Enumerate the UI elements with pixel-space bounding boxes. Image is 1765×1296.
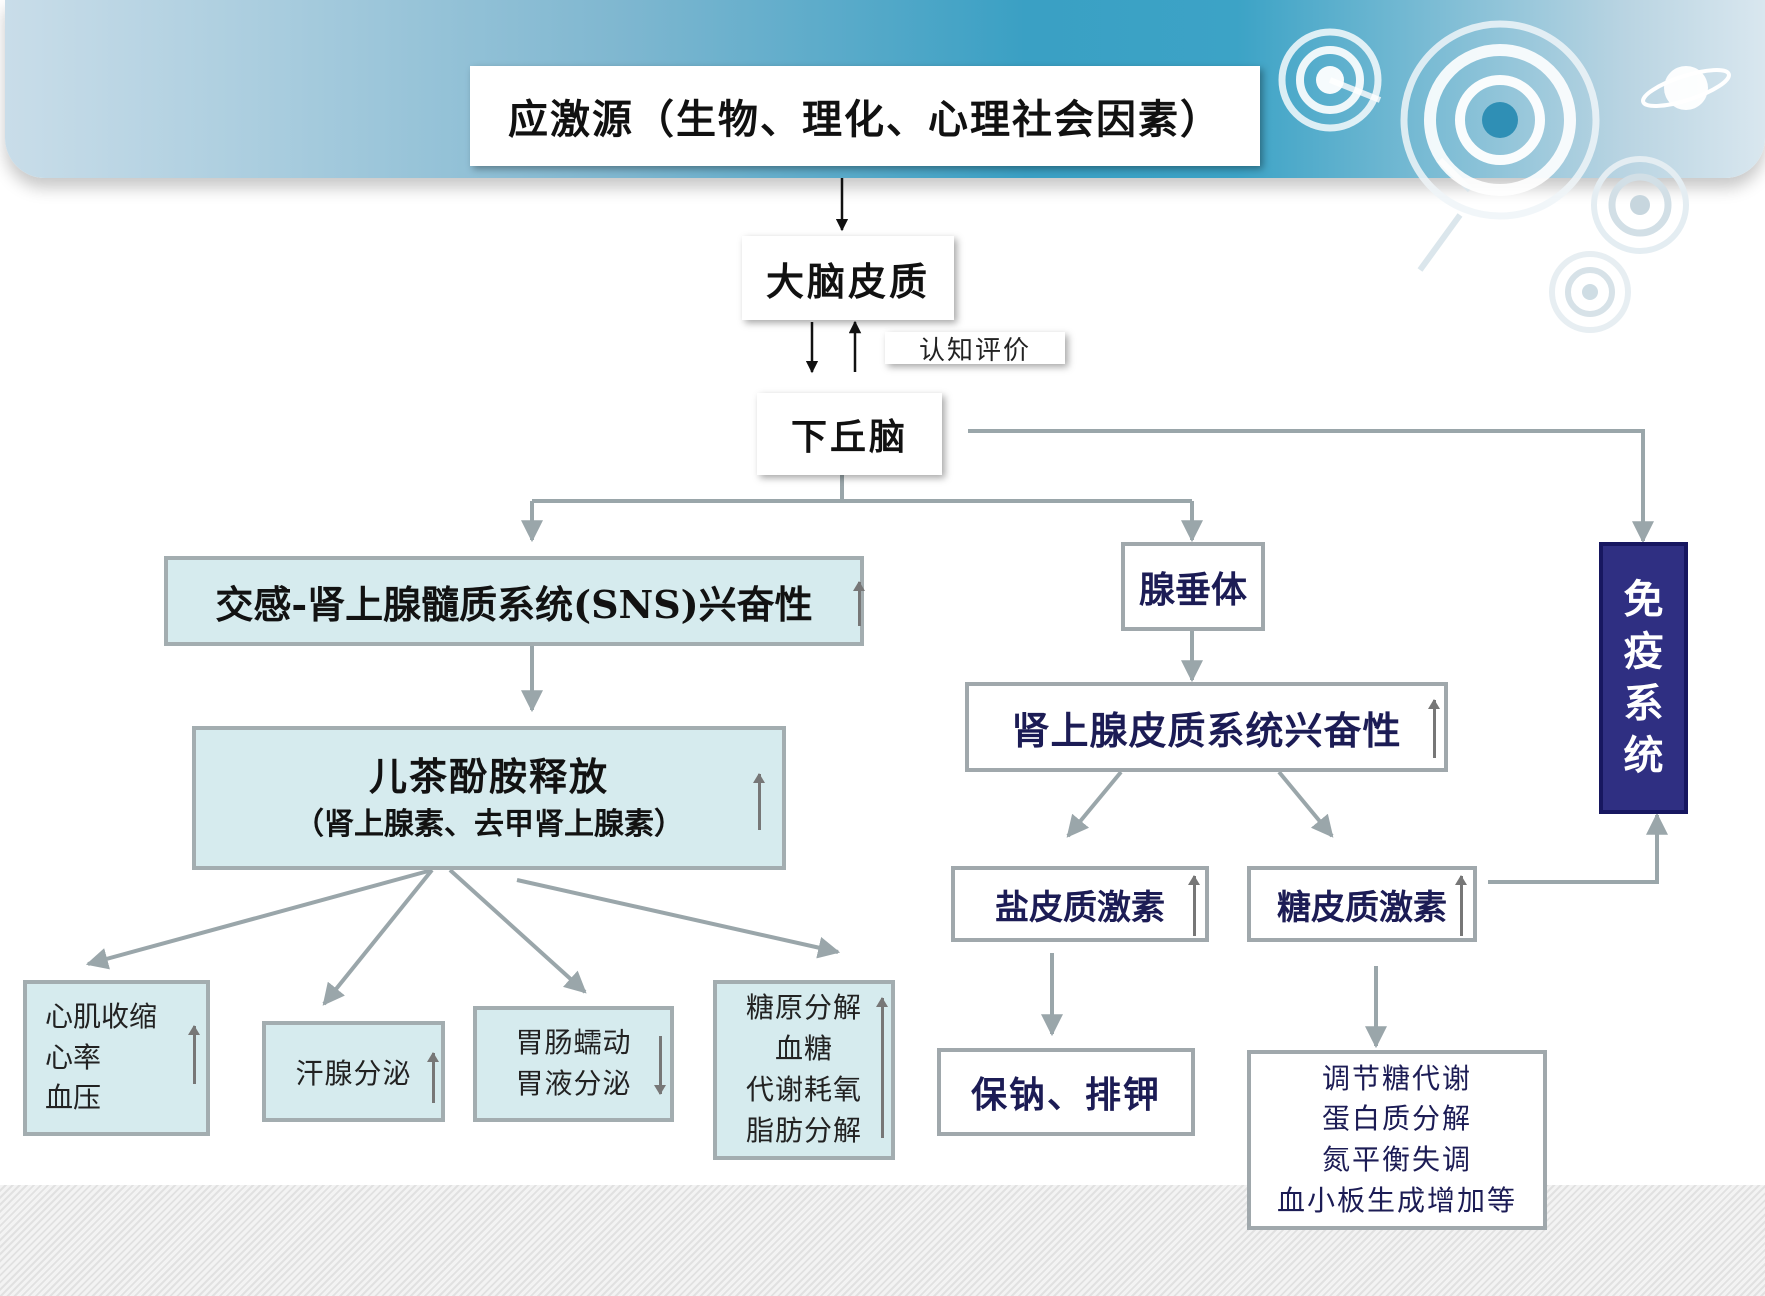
mineralocorticoid-box: 盐皮质激素 (951, 866, 1209, 942)
sns-box: 交感-肾上腺髓质系统(SNS)兴奋性 (164, 556, 865, 646)
immune-char: 统 (1623, 732, 1664, 779)
immune-system-box: 免 疫 系 统 (1599, 542, 1688, 814)
effect-item: 胃肠蠕动 (515, 1026, 632, 1060)
effect-item: 血糖 (774, 1032, 833, 1066)
adrenal-cortex-label: 肾上腺皮质系统兴奋性 (1011, 707, 1402, 753)
effect-item: 代谢耗氧 (745, 1073, 862, 1106)
glucocorticoid-label: 糖皮质激素 (1277, 887, 1447, 928)
effect-item: 心肌收缩 (45, 1000, 158, 1034)
pituitary-label: 腺垂体 (1138, 568, 1247, 611)
sns-label: 交感-肾上腺髓质系统(SNS)兴奋性 (215, 581, 813, 627)
decrease-arrow-icon (654, 1036, 666, 1095)
effect-item: 脂肪分解 (745, 1113, 862, 1147)
immune-char: 系 (1623, 680, 1664, 727)
sweat-box: 汗腺分泌 (262, 1021, 445, 1122)
hypothalamus-label: 下丘脑 (790, 416, 908, 458)
gut-effects-box: 胃肠蠕动 胃液分泌 (473, 1006, 674, 1122)
heart-effects-box: 心肌收缩 心率 血压 (23, 980, 210, 1136)
mineralocorticoid-label: 盐皮质激素 (995, 887, 1165, 928)
increase-arrow-icon (427, 1052, 439, 1103)
effect-item: 胃液分泌 (515, 1067, 632, 1100)
effect-item: 糖原分解 (745, 991, 862, 1025)
effect-item: 血小板生成增加等 (1276, 1183, 1517, 1217)
hypothalamus-box: 下丘脑 (757, 393, 942, 475)
pituitary-box: 腺垂体 (1121, 542, 1265, 631)
increase-arrow-icon (753, 773, 765, 830)
increase-arrow-icon (1455, 875, 1467, 936)
cortex-label: 大脑皮质 (765, 258, 930, 304)
sodium-label: 保钠、排钾 (970, 1074, 1161, 1116)
catecholamine-title: 儿茶酚胺释放 (368, 753, 609, 799)
increase-arrow-icon (876, 997, 888, 1138)
stressor-title-box: 应激源（生物、理化、心理社会因素） (470, 66, 1260, 166)
increase-arrow-icon (1188, 875, 1200, 936)
effect-item: 血压 (45, 1081, 102, 1115)
effect-item: 心率 (45, 1040, 102, 1074)
increase-arrow-icon (1428, 699, 1440, 758)
metabolism-effects-box: 糖原分解 血糖 代谢耗氧 脂肪分解 (713, 980, 895, 1160)
effect-item: 调节糖代谢 (1321, 1061, 1472, 1095)
cognitive-appraisal-label: 认知评价 (918, 335, 1031, 366)
glucocorticoid-box: 糖皮质激素 (1247, 866, 1477, 942)
effect-item: 氮平衡失调 (1321, 1143, 1472, 1176)
stressor-title: 应激源（生物、理化、心理社会因素） (508, 96, 1222, 143)
cognitive-appraisal-box: 认知评价 (885, 332, 1065, 366)
adrenal-cortex-box: 肾上腺皮质系统兴奋性 (965, 682, 1448, 772)
increase-arrow-icon (188, 1025, 200, 1084)
effect-item: 蛋白质分解 (1321, 1102, 1472, 1136)
cortex-box: 大脑皮质 (742, 236, 954, 320)
catecholamine-box: 儿茶酚胺释放 （肾上腺素、去甲肾上腺素） (192, 726, 786, 870)
increase-arrow-icon (853, 581, 865, 626)
sweat-label: 汗腺分泌 (295, 1056, 412, 1090)
immune-char: 免 (1623, 576, 1664, 623)
catecholamine-subtitle: （肾上腺素、去甲肾上腺素） (294, 806, 684, 842)
immune-char: 疫 (1623, 628, 1664, 675)
glucocorticoid-effects-box: 调节糖代谢 蛋白质分解 氮平衡失调 血小板生成增加等 (1247, 1050, 1547, 1230)
sodium-box: 保钠、排钾 (937, 1048, 1195, 1136)
